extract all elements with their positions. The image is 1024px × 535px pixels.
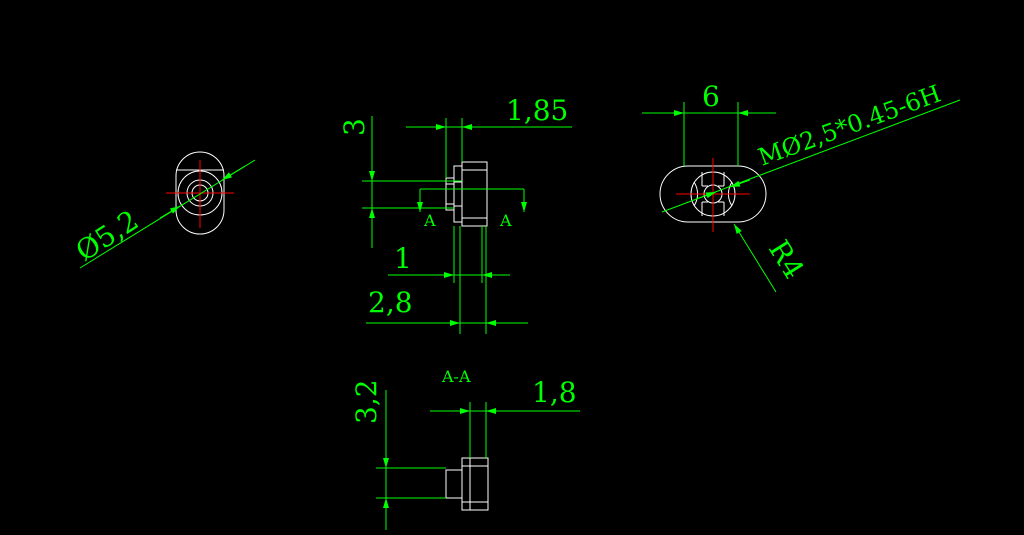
- section-dim-vertical: 3,2: [350, 379, 383, 424]
- diameter-label: Ø5,2: [70, 203, 145, 267]
- radius-label: R4: [762, 234, 811, 284]
- left-view: Ø5,2: [70, 151, 256, 269]
- section-mark-right: A: [499, 211, 512, 230]
- right-dim-width: 6: [702, 80, 720, 113]
- front-dim-top: 1,85: [506, 94, 568, 127]
- section-view-dimensions: [376, 390, 580, 530]
- front-dim-inner: 1: [394, 242, 412, 275]
- section-view: A-A 3,2 1,8: [350, 367, 580, 530]
- section-mark-left: A: [423, 211, 436, 230]
- thread-label: MØ2,5*0.45-6H: [754, 80, 944, 172]
- front-view-geometry: [445, 161, 488, 227]
- section-title: A-A: [441, 367, 471, 386]
- section-view-geometry: [445, 457, 489, 511]
- right-view-centerlines: [676, 158, 750, 232]
- section-dim-top: 1,8: [532, 376, 577, 409]
- front-dim-left-vertical: 3: [338, 118, 371, 136]
- front-dim-bottom: 2,8: [368, 286, 413, 319]
- front-view-dimensions: [362, 116, 572, 334]
- right-view: 6 MØ2,5*0.45-6H R4: [642, 80, 961, 293]
- front-view: 1,85 3 A A 1 2,8: [338, 94, 572, 334]
- left-view-diameter-dim: [79, 159, 256, 269]
- right-view-dimensions: [642, 99, 961, 293]
